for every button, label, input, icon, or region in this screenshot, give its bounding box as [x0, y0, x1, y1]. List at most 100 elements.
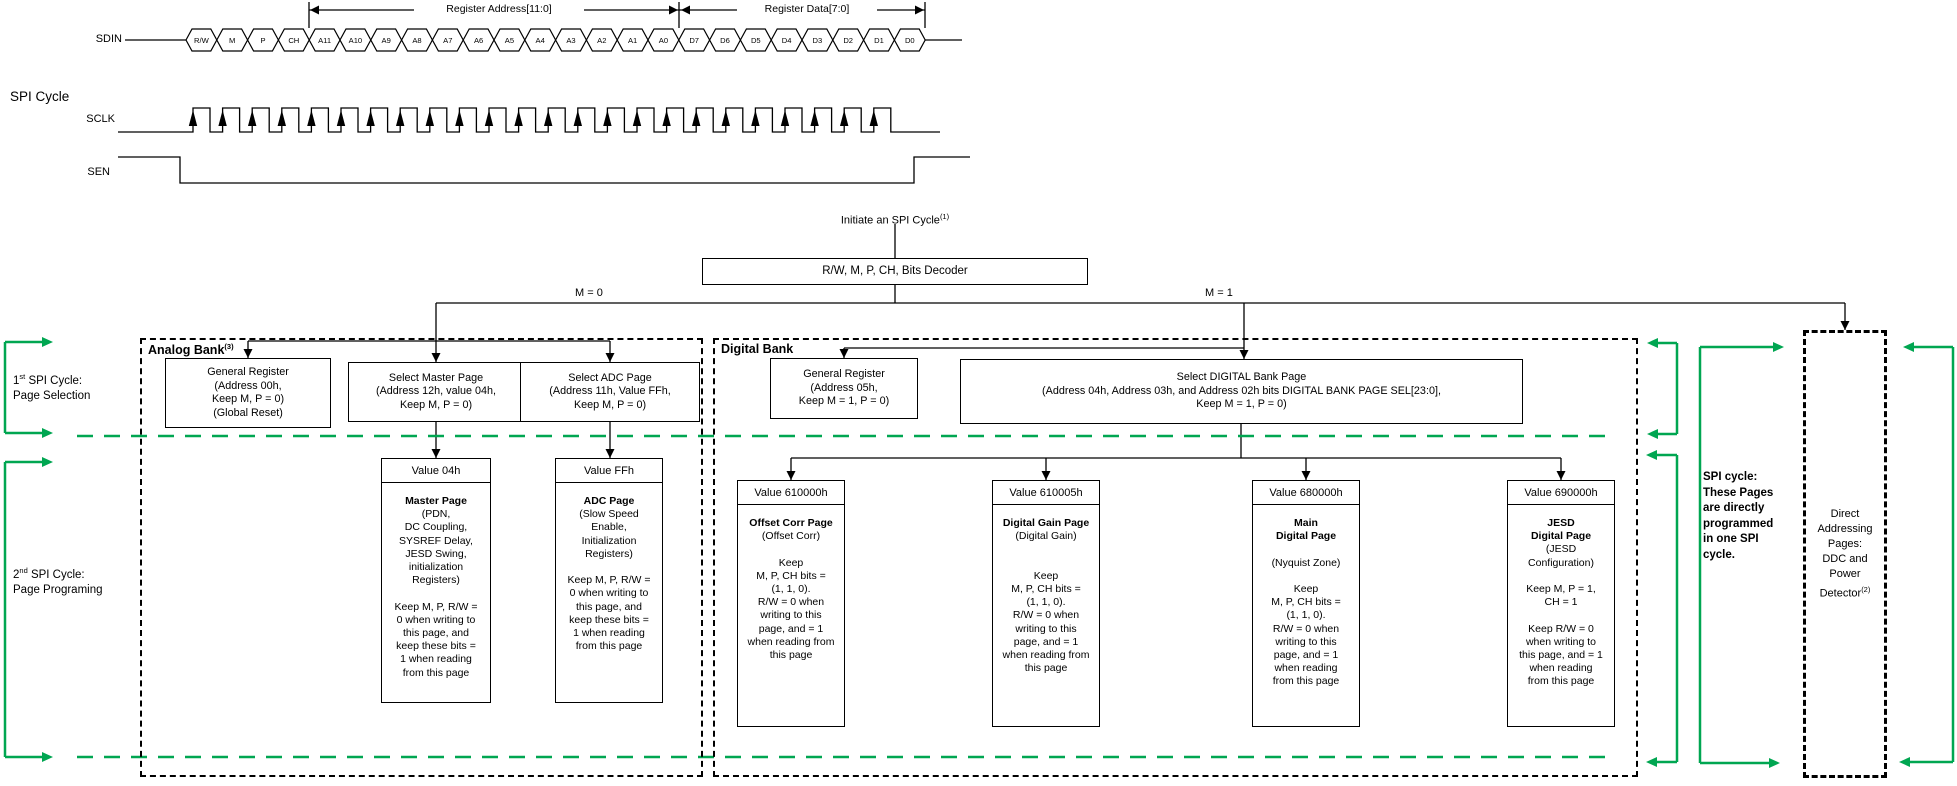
- text-line: (Address 00h,: [214, 379, 282, 392]
- text-line: [993, 557, 1099, 570]
- sdin-bit-label: D2: [843, 36, 853, 45]
- text-line: [1508, 609, 1614, 622]
- text-line: in one SPI: [1703, 533, 1759, 545]
- bits-decoder-box: R/W, M, P, CH, Bits Decoder: [702, 258, 1088, 285]
- text-line: JESD: [1547, 517, 1575, 529]
- text-line: DC Coupling,: [404, 521, 468, 534]
- text-line: (JESD: [1545, 543, 1577, 556]
- text-line: (1, 1, 0).: [1286, 609, 1326, 622]
- text-line: (Digital Gain): [1015, 530, 1077, 543]
- text-line: this page: [769, 649, 813, 662]
- text-line: writing to this: [1275, 635, 1337, 648]
- text-line: Addressing: [1817, 522, 1873, 535]
- sdin-bit-label: CH: [288, 36, 299, 45]
- text-line: when reading: [1274, 662, 1338, 675]
- text-line: [1508, 570, 1614, 583]
- text-line: Keep: [1293, 583, 1319, 596]
- text-line: M, P, CH bits =: [756, 569, 826, 582]
- text-line: 0 when writing to: [396, 613, 476, 626]
- sdin-bit-label: A5: [505, 36, 514, 45]
- text-line: [556, 561, 662, 574]
- text-line: [993, 543, 1099, 556]
- text-line: writing to this: [760, 609, 822, 622]
- text-line: writing to this: [1015, 622, 1077, 635]
- page-value-header: Value FFh: [555, 458, 663, 483]
- text-line: Keep: [1033, 569, 1059, 582]
- analog-bank-region: Analog Bank(3): [140, 338, 703, 777]
- text-line: (Slow Speed: [579, 508, 639, 521]
- analog-general-register-box: General Register(Address 00h,Keep M, P =…: [165, 358, 331, 428]
- text-line: Select ADC Page: [568, 371, 652, 384]
- page-value-header: Value 680000h: [1252, 480, 1360, 505]
- text-line: cycle.: [1703, 548, 1735, 561]
- text-line: when writing to: [1525, 635, 1597, 648]
- sdin-bit-label: D1: [874, 36, 884, 45]
- analog-bank-title: Analog Bank(3): [148, 342, 234, 358]
- first-spi-cycle-note: 1st SPI Cycle: Page Selection: [13, 372, 91, 402]
- text-line: Offset Corr Page: [749, 517, 833, 529]
- text-line: Keep M, P = 0): [211, 393, 285, 405]
- text-line: Keep M = 1, P = 0): [1196, 398, 1287, 411]
- text-line: M, P, CH bits =: [1271, 596, 1341, 609]
- text-line: (Address 04h, Address 03h, and Address 0…: [1042, 384, 1441, 397]
- text-line: when reading from: [1002, 649, 1090, 662]
- text-line: Keep M, P = 1,: [1526, 583, 1596, 596]
- sdin-bit-label: A9: [382, 36, 391, 45]
- text-line: Digital Gain Page: [1002, 517, 1090, 529]
- text-line: this page, and: [576, 600, 642, 613]
- text-line: Keep M, P = 0): [399, 398, 473, 411]
- sdin-bit-label: A2: [597, 36, 606, 45]
- text-line: page, and = 1: [1273, 649, 1339, 662]
- text-line: (1, 1, 0).: [1026, 596, 1066, 609]
- text-line: Keep R/W = 0: [1528, 622, 1594, 635]
- text-line: Keep M, P, R/W =: [394, 600, 478, 613]
- text-line: General Register: [207, 366, 289, 378]
- sdin-bit-label: D3: [813, 36, 823, 45]
- text-line: from this page: [1527, 675, 1595, 688]
- second-spi-cycle-note: 2nd SPI Cycle: Page Programing: [13, 566, 103, 596]
- text-line: this page, and: [403, 627, 469, 640]
- text-line: Keep: [778, 556, 804, 569]
- text-line: (Global Reset): [213, 406, 283, 419]
- sdin-bit-label: D6: [720, 36, 730, 45]
- text-line: Enable,: [591, 521, 627, 534]
- register-address-span-label: Register Address[11:0]: [414, 3, 584, 16]
- page-value-header: Value 610005h: [992, 480, 1100, 505]
- spi-cycle-section-label: SPI Cycle: [10, 89, 70, 104]
- sdin-bit-label: D5: [751, 36, 761, 45]
- sdin-bit-label: M: [229, 36, 235, 45]
- text-line: programmed: [1703, 517, 1774, 530]
- text-line: Registers): [412, 574, 460, 587]
- text-line: Configuration): [1528, 556, 1594, 569]
- text-line: Master Page: [405, 495, 467, 507]
- sdin-bit-label: A1: [628, 36, 637, 45]
- digital-bank-region: Digital Bank: [713, 338, 1638, 777]
- text-line: (Offset Corr): [761, 530, 821, 543]
- text-line: JESD Swing,: [405, 547, 467, 560]
- text-line: (PDN,: [421, 508, 451, 521]
- text-line: this page: [1024, 662, 1068, 675]
- text-line: M, P, CH bits =: [1011, 583, 1081, 596]
- text-line: (Address 05h,: [810, 381, 878, 394]
- sdin-bit-label: P: [260, 36, 265, 45]
- text-line: Keep M, P, R/W =: [567, 574, 651, 587]
- select-master-page-box: Select Master Page(Address 12h, value 04…: [348, 362, 524, 422]
- text-line: Main: [1294, 517, 1318, 529]
- text-line: 1 when reading: [573, 627, 645, 640]
- text-line: page, and = 1: [758, 622, 824, 635]
- page-value-header: Value 610000h: [737, 480, 845, 505]
- sdin-bit-label: A11: [318, 36, 331, 45]
- text-line: CH = 1: [1544, 596, 1578, 609]
